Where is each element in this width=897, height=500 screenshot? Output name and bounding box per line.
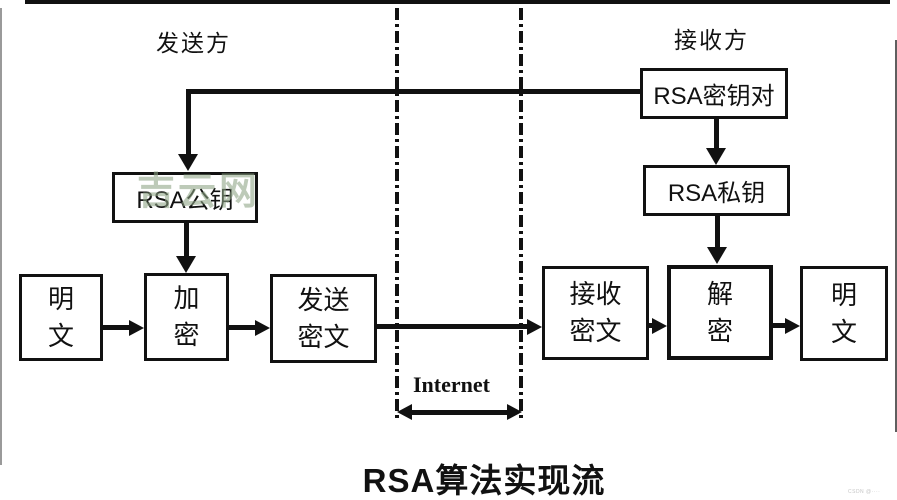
decrypt-to-plaintext-line [773,323,787,328]
keypair-to-private-line [714,119,719,150]
private-to-decrypt-arrowhead-icon [707,247,727,264]
public-to-encrypt-line [184,223,189,258]
right-border-line [895,40,897,432]
public-to-encrypt-arrowhead-icon [176,256,196,273]
plaintext-to-encrypt-line [103,325,131,330]
internet-boundary-right-line [519,8,523,420]
internet-span-right-arrowhead-icon [507,404,522,420]
encrypt-to-send-line [229,325,257,330]
internet-span-line [409,410,509,415]
receiver-section-label: 接收方 [674,27,749,53]
plaintext-to-encrypt-arrowhead-icon [129,320,144,336]
decrypt-box: 解 密 [667,265,773,360]
rsa-public-key-box: RSA公钥 [112,172,258,223]
plaintext-receiver-box: 明 文 [800,266,888,361]
csdn-watermark: CSDN @···· [848,489,881,495]
diagram-title: RSA算法实现流程 [362,462,606,499]
sender-section-label: 发送方 [156,30,231,56]
encrypt-box: 加 密 [144,273,229,361]
plaintext-sender-box: 明 文 [19,274,103,361]
top-border-line [25,0,890,4]
internet-boundary-left-line [395,8,399,420]
encrypt-to-send-arrowhead-icon [255,320,270,336]
internet-label: Internet [413,372,490,397]
keypair-to-public-line-vertical [186,89,191,155]
keypair-to-public-line-horizontal [188,89,640,94]
send-to-receive-arrowhead-icon [527,319,542,335]
rsa-keypair-box: RSA密钥对 [640,68,788,119]
private-to-decrypt-line [715,216,720,249]
keypair-to-private-arrowhead-icon [706,148,726,165]
rsa-private-key-box: RSA私钥 [643,165,790,216]
send-to-receive-line [377,324,529,329]
decrypt-to-plaintext-arrowhead-icon [785,318,800,334]
receive-to-decrypt-arrowhead-icon [652,318,667,334]
send-ciphertext-box: 发送 密文 [270,274,377,363]
receive-ciphertext-box: 接收 密文 [542,266,649,360]
left-border-line [0,8,2,465]
site-watermark: 吉云网 [137,171,261,213]
keypair-to-public-arrowhead-icon [178,154,198,171]
internet-span-left-arrowhead-icon [397,404,412,420]
